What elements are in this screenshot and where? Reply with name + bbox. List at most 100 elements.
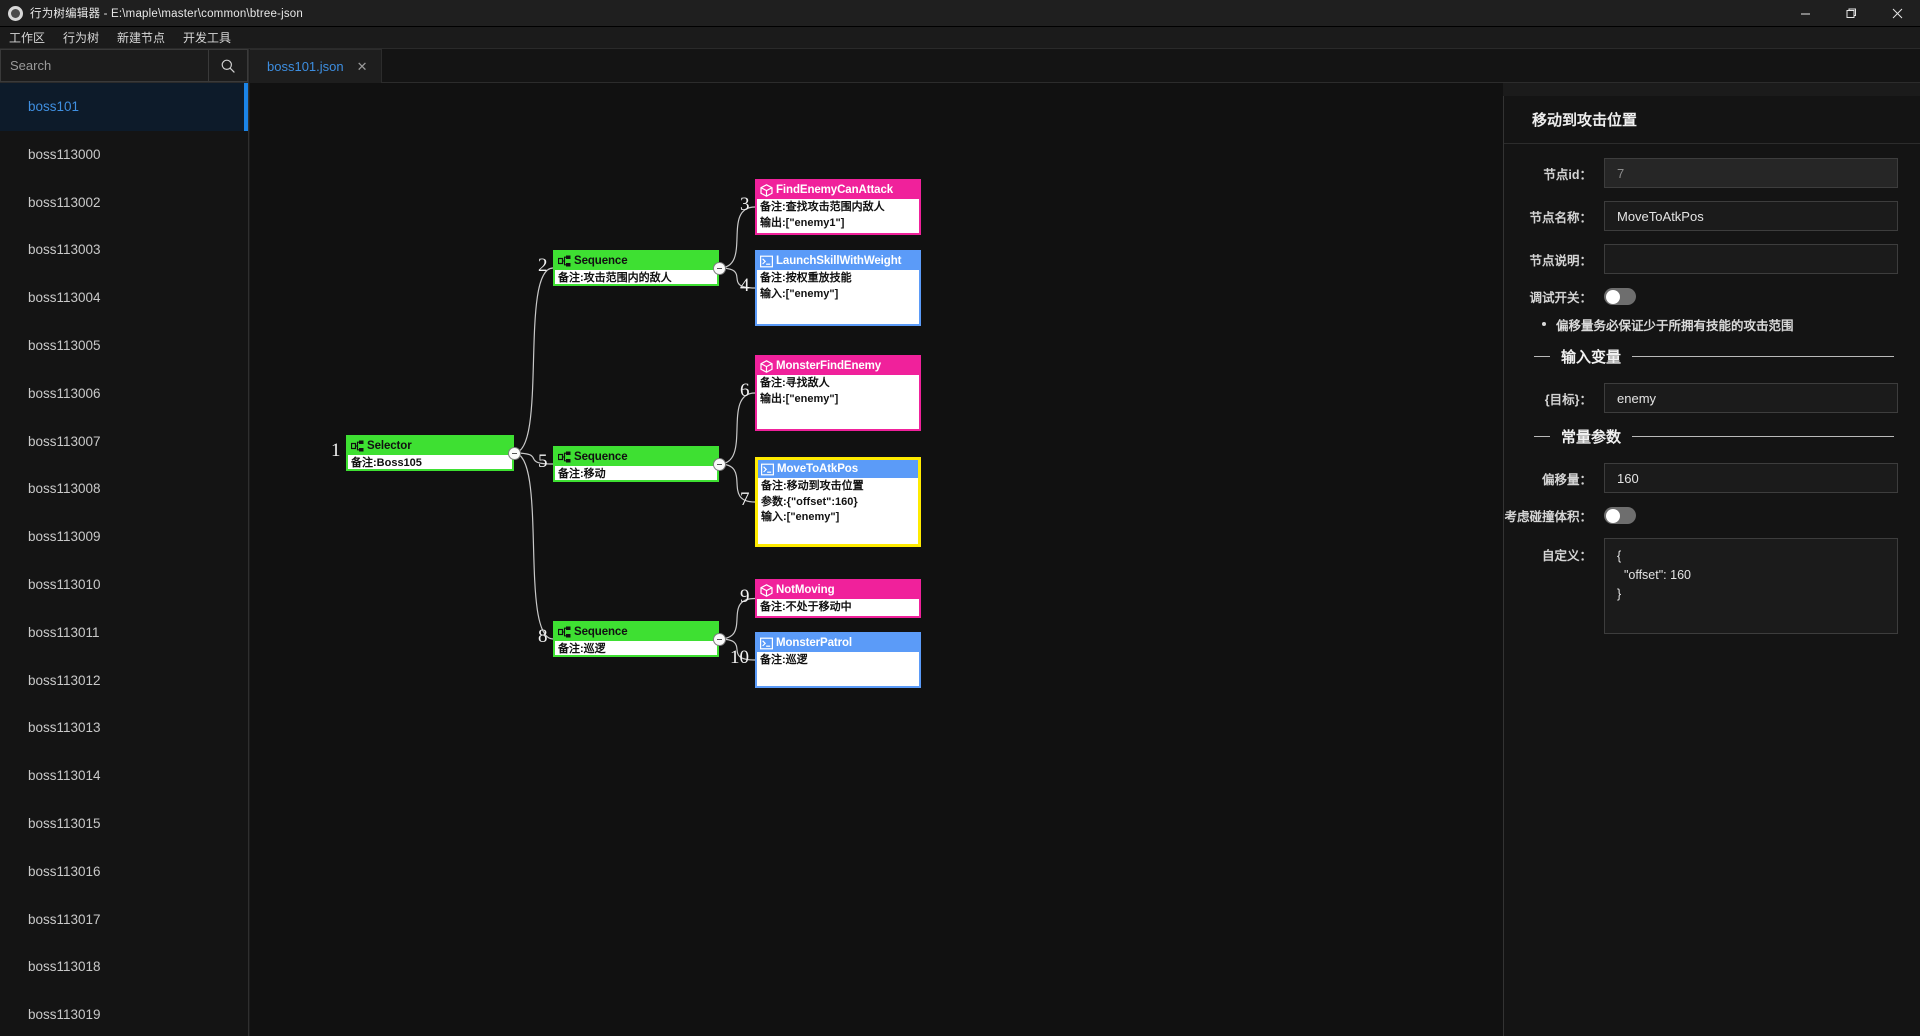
node-header: Sequence — [555, 623, 717, 641]
file-item[interactable]: boss113017 — [0, 896, 248, 944]
file-item[interactable]: boss113009 — [0, 513, 248, 561]
node-detail-line: 备注:巡逻 — [558, 643, 606, 655]
file-item[interactable]: boss113000 — [0, 131, 248, 179]
node-output-port[interactable] — [713, 457, 726, 471]
bullet-icon — [1542, 322, 1546, 326]
debug-switch-toggle[interactable] — [1604, 288, 1636, 305]
file-item[interactable]: boss101 — [0, 83, 248, 131]
editor-tab[interactable]: boss101.json✕ — [250, 49, 382, 83]
node-header: Sequence — [555, 448, 717, 466]
toggle-knob — [1605, 289, 1620, 304]
tree-node-sequence[interactable]: Sequence 备注:巡逻 — [553, 621, 719, 657]
window-title: 行为树编辑器 - E:\maple\master\common\btree-js… — [30, 8, 303, 20]
node-detail-line: 备注:移动到攻击位置 — [761, 480, 864, 492]
file-item[interactable]: boss113006 — [0, 370, 248, 418]
tree-node-notmoving[interactable]: NotMoving 备注:不处于移动中 — [755, 579, 921, 618]
file-item[interactable]: boss113010 — [0, 561, 248, 609]
file-item-label: boss113016 — [28, 863, 101, 879]
offset-input[interactable] — [1604, 463, 1898, 493]
tree-edge — [718, 267, 756, 289]
field-node-name: 节点名称： — [1504, 201, 1898, 231]
file-item[interactable]: boss113011 — [0, 609, 248, 657]
node-detail-line: 参数:{"offset":160} — [761, 495, 858, 508]
node-title: Sequence — [574, 451, 628, 463]
file-item[interactable]: boss113003 — [0, 226, 248, 274]
file-item[interactable]: boss113016 — [0, 848, 248, 896]
section-input-variables: 输入变量 — [1534, 346, 1898, 367]
file-item[interactable]: boss113012 — [0, 657, 248, 705]
collision-toggle[interactable] — [1604, 507, 1636, 524]
node-body: 备注:移动 — [555, 466, 717, 486]
node-title: MonsterPatrol — [776, 637, 853, 649]
custom-json-textarea[interactable] — [1604, 538, 1898, 634]
menu-item-workspace[interactable]: 工作区 — [9, 30, 46, 45]
node-index-label: 10 — [730, 647, 749, 668]
node-desc-input[interactable] — [1604, 244, 1898, 274]
input-target-input[interactable] — [1604, 383, 1898, 413]
node-output-port[interactable] — [713, 261, 726, 275]
close-icon[interactable] — [1874, 0, 1920, 27]
file-item[interactable]: boss113004 — [0, 274, 248, 322]
node-body: 备注:不处于移动中 — [757, 599, 919, 619]
file-item[interactable]: boss113002 — [0, 179, 248, 227]
node-name-input[interactable] — [1604, 201, 1898, 231]
node-header: LaunchSkillWithWeight — [757, 252, 919, 270]
file-item-label: boss113004 — [28, 290, 101, 306]
section-rule-2 — [1632, 436, 1894, 437]
node-output-port[interactable] — [508, 446, 521, 460]
file-item[interactable]: boss113018 — [0, 943, 248, 991]
tree-node-icon — [351, 440, 364, 453]
section-dash-icon — [1534, 356, 1550, 357]
file-item-label: boss113008 — [28, 481, 101, 497]
node-id-input[interactable] — [1604, 158, 1898, 188]
menu-item-dev-tools[interactable]: 开发工具 — [183, 30, 232, 45]
file-item-label: boss113017 — [28, 911, 101, 927]
hint-note: 偏移量务必保证少于所拥有技能的攻击范围 — [1542, 315, 1898, 334]
file-item[interactable]: boss113014 — [0, 752, 248, 800]
cube-icon — [760, 583, 773, 597]
node-detail-line: 输入:["enemy"] — [760, 287, 839, 300]
file-item[interactable]: boss113005 — [0, 322, 248, 370]
minimize-icon[interactable] — [1782, 0, 1828, 27]
node-desc-label: 节点说明： — [1529, 253, 1592, 268]
file-item[interactable]: boss113013 — [0, 704, 248, 752]
debug-switch-label: 调试开关： — [1529, 291, 1592, 305]
node-index-label: 2 — [538, 255, 548, 276]
menu-item-new-node[interactable]: 新建节点 — [117, 30, 166, 45]
file-item[interactable]: boss113015 — [0, 800, 248, 848]
file-item-label: boss113000 — [28, 146, 101, 162]
section-const-params: 常量参数 — [1534, 426, 1898, 447]
node-detail-line: 备注:寻找敌人 — [760, 377, 830, 389]
tab-close-icon[interactable]: ✕ — [356, 59, 368, 74]
file-item[interactable]: boss113019 — [0, 991, 248, 1036]
node-title: NotMoving — [776, 584, 835, 596]
field-node-desc: 节点说明： — [1504, 244, 1898, 274]
app-logo-icon — [8, 5, 23, 21]
node-detail-line: 备注:查找攻击范围内敌人 — [760, 201, 885, 213]
file-item[interactable]: boss113008 — [0, 465, 248, 513]
cube-icon — [760, 359, 773, 373]
search-input[interactable] — [0, 49, 208, 82]
file-item[interactable]: boss113007 — [0, 418, 248, 466]
node-output-port[interactable] — [713, 632, 726, 646]
node-index-label: 1 — [331, 440, 341, 461]
maximize-icon[interactable] — [1828, 0, 1874, 27]
search-icon[interactable] — [208, 49, 248, 82]
node-index-label: 4 — [740, 275, 750, 296]
node-index-label: 5 — [538, 451, 548, 472]
node-detail-line: 备注:攻击范围内的敌人 — [558, 272, 672, 284]
tree-edge — [513, 267, 554, 454]
panel-body: 节点id： 节点名称： 节点说明： 调试开关： 偏移量务必保证少于所拥有技能的攻… — [1504, 144, 1920, 634]
cube-icon — [760, 183, 773, 197]
menu-item-behaviour-tree[interactable]: 行为树 — [63, 30, 100, 45]
tree-node-icon — [558, 626, 571, 639]
